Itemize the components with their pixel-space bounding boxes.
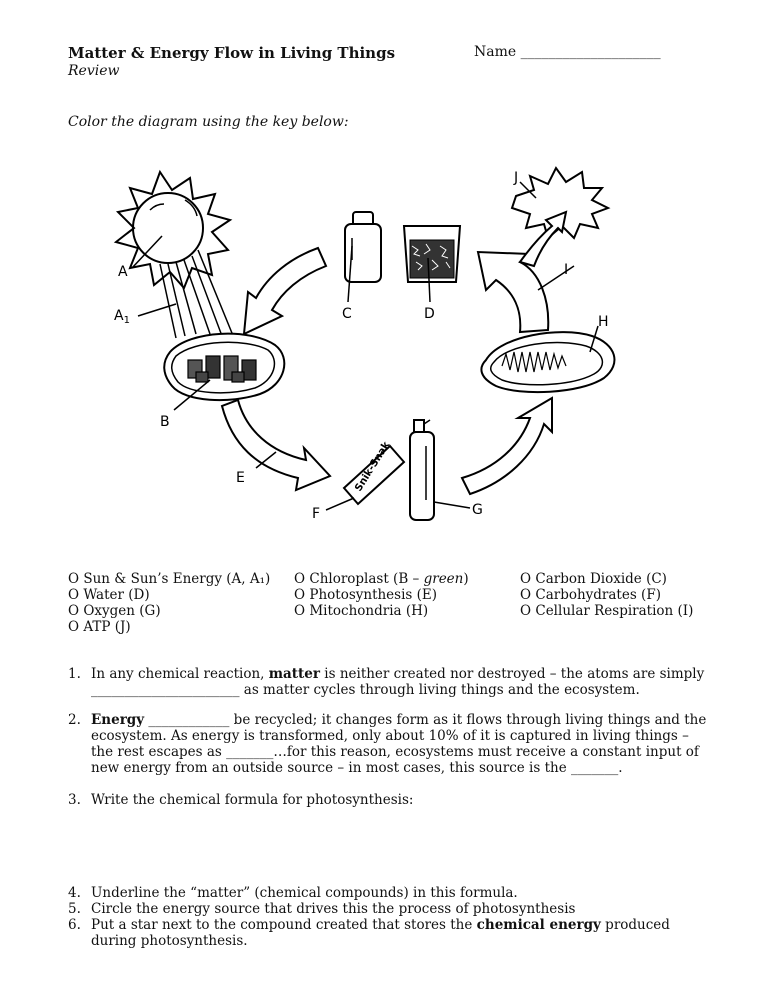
carbohydrate-bar-icon: Snik-Snak (342, 440, 406, 506)
label-c: C (342, 306, 352, 322)
question-number: 1. (68, 666, 81, 682)
question-text: Circle the energy source that drives thi… (91, 901, 576, 917)
label-b: B (160, 414, 170, 430)
label-a1: A1 (114, 308, 130, 326)
label-j: J (513, 170, 518, 186)
question-text: Put a star next to the compound created … (91, 917, 670, 949)
name-field[interactable]: Name ____________________ (474, 44, 661, 60)
key-column-2: O Chloroplast (B – green) O Photosynthes… (294, 571, 469, 619)
key-item-chloroplast[interactable]: O Chloroplast (B – green) (294, 571, 469, 587)
key-item-water[interactable]: O Water (D) (68, 587, 150, 603)
water-beaker-icon (402, 225, 462, 283)
question-number: 5. (68, 901, 81, 917)
arrow-to-mitochondrion (460, 396, 553, 496)
energy-flow-diagram: Snik-Snak A A1 B C D E F G H I J (113, 166, 616, 522)
key-item-sun[interactable]: O Sun & Sun’s Energy (A, A₁) (68, 571, 271, 587)
sun-icon (113, 169, 233, 290)
key-item-photosynthesis[interactable]: O Photosynthesis (E) (294, 587, 438, 603)
question-number: 3. (68, 792, 81, 808)
label-d: D (424, 306, 435, 322)
worksheet-title: Matter & Energy Flow in Living Things (68, 44, 396, 62)
co2-tank-icon (344, 211, 382, 283)
atp-burst-icon (510, 166, 611, 240)
arrow-cellular-respiration (476, 250, 550, 334)
instructions: Color the diagram using the key below: (68, 114, 349, 130)
chloroplast-icon (163, 332, 286, 402)
question-text[interactable]: Energy ____________ be recycled; it chan… (91, 712, 707, 776)
question-number: 2. (68, 712, 81, 728)
arrow-respiration-branch (518, 210, 568, 268)
mitochondrion-icon (480, 331, 616, 394)
question-number: 6. (68, 917, 81, 933)
key-column-3: O Carbon Dioxide (C) O Carbohydrates (F)… (520, 571, 693, 619)
question-text: Write the chemical formula for photosynt… (91, 792, 414, 808)
label-i: I (564, 262, 568, 278)
arrow-co2-to-chloroplast (242, 246, 328, 336)
arrow-photosynthesis (220, 398, 332, 492)
key-item-atp[interactable]: O ATP (J) (68, 619, 131, 635)
pointer-lines (131, 181, 599, 511)
diagram-labels: A A1 B C D E F G H I J (114, 170, 609, 522)
question-text: In any chemical reaction, matter is neit… (91, 666, 705, 698)
label-g: G (472, 502, 483, 518)
key-item-oxygen[interactable]: O Oxygen (G) (68, 603, 161, 619)
question-number: 4. (68, 885, 81, 901)
key-column-1: O Sun & Sun’s Energy (A, A₁) O Water (D)… (68, 571, 270, 635)
label-a: A (118, 264, 128, 280)
label-e: E (236, 470, 245, 486)
label-h: H (598, 314, 609, 330)
worksheet-subtitle: Review (68, 63, 120, 79)
key-item-carbon-dioxide[interactable]: O Carbon Dioxide (C) (520, 571, 667, 587)
sun-rays (159, 249, 235, 339)
key-item-cellular-respiration[interactable]: O Cellular Respiration (I) (520, 603, 694, 619)
key-item-carbohydrates[interactable]: O Carbohydrates (F) (520, 587, 661, 603)
key-item-mitochondria[interactable]: O Mitochondria (H) (294, 603, 429, 619)
oxygen-tank-icon (409, 419, 435, 521)
question-text: Underline the “matter” (chemical compoun… (91, 885, 518, 901)
answer-blank[interactable]: ______________________ as matter cycles … (91, 682, 640, 698)
label-f: F (312, 506, 320, 522)
